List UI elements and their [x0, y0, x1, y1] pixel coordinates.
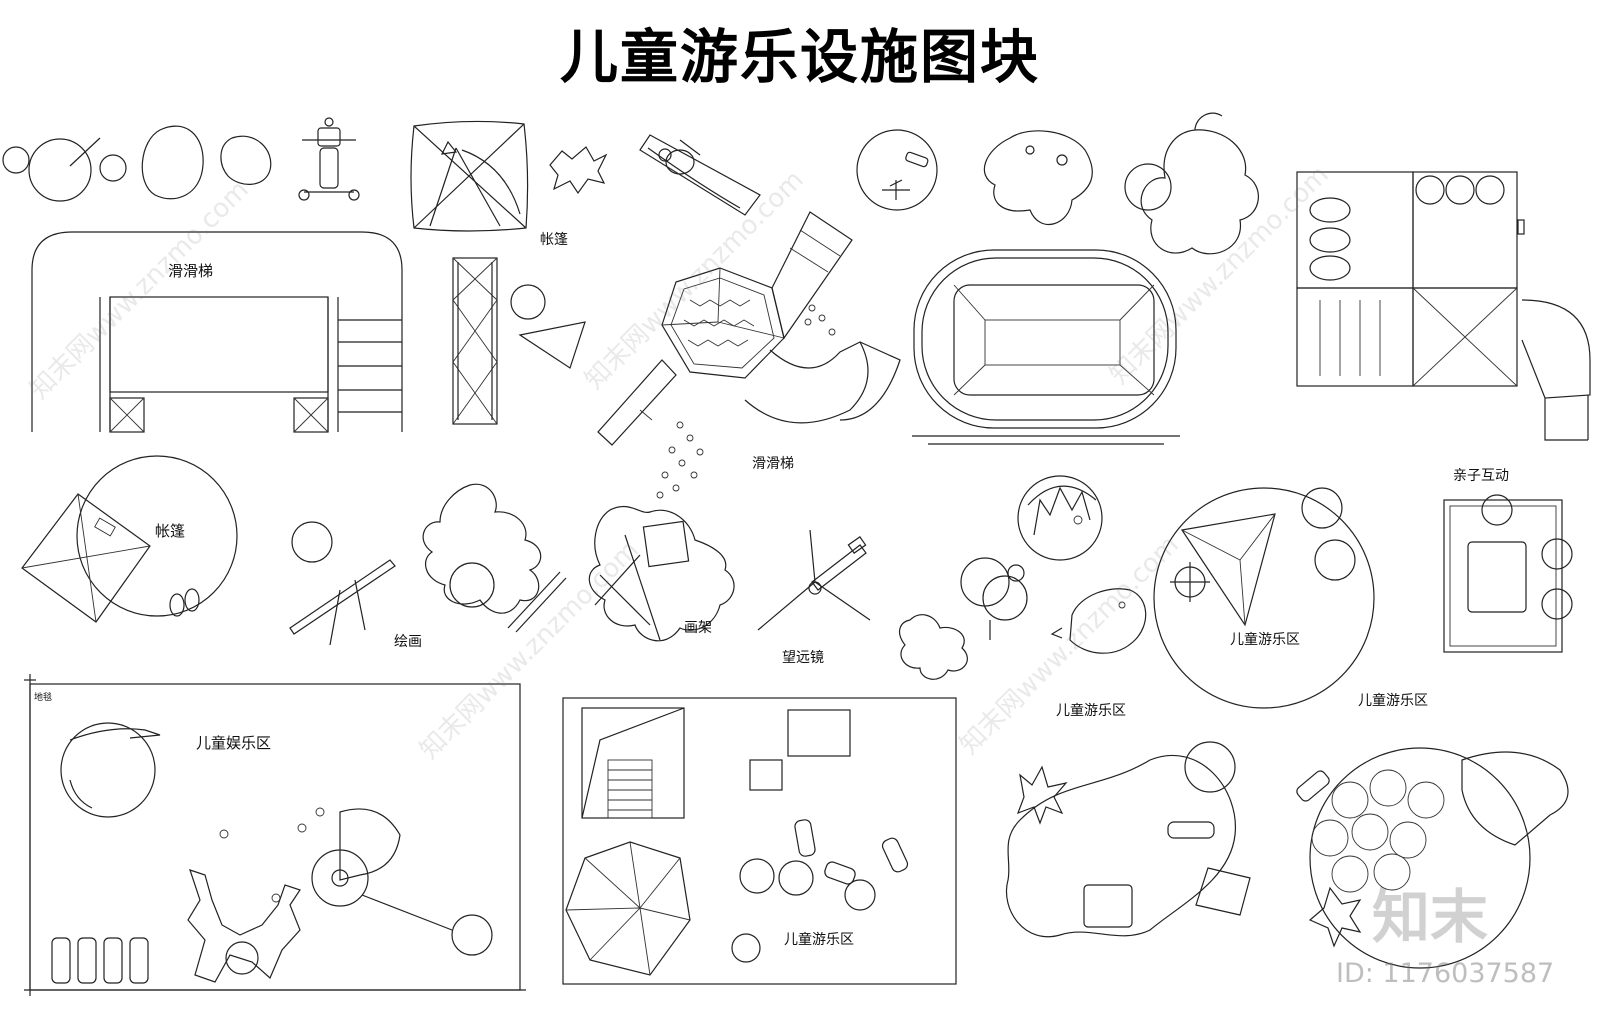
rocking-car [639, 134, 761, 216]
dots-trail [656, 421, 704, 499]
plane-disc [856, 129, 938, 211]
label-tent-2: 帐篷 [155, 522, 185, 540]
watermark-id: ID: 1176037587 [1336, 958, 1555, 989]
hexagon-slide [597, 211, 901, 446]
sand-pool [912, 249, 1180, 445]
label-play-area-free: 儿童游乐区 [1056, 702, 1126, 719]
label-slide-1: 滑滑梯 [168, 262, 213, 280]
label-play-area-br: 儿童游乐区 [1358, 692, 1428, 709]
parent-child-table [1443, 494, 1573, 653]
cloud-bubbles [1124, 112, 1259, 255]
label-entertainment: 儿童娱乐区 [196, 734, 271, 752]
label-play-area-circle: 儿童游乐区 [1230, 631, 1300, 648]
playhouse [1296, 171, 1591, 441]
sheet-title: 儿童游乐设施图块 [559, 23, 1040, 91]
entertainment-items [51, 722, 493, 984]
ball-group [2, 137, 127, 202]
telescope [757, 529, 871, 631]
rug-frame [24, 674, 526, 996]
label-drawing: 绘画 [394, 634, 422, 650]
watermark-logo: 知末 [1372, 883, 1489, 951]
tent-square [410, 120, 529, 232]
slide-frame [31, 231, 403, 433]
label-parent-child: 亲子互动 [1453, 468, 1509, 484]
label-easel: 画架 [684, 620, 712, 636]
puzzle-play-area [1296, 747, 1569, 969]
easel-group [588, 505, 735, 642]
bear-shape [983, 130, 1093, 226]
tricycle [298, 117, 360, 201]
ladder-rect [452, 257, 498, 425]
triangle-block [518, 321, 586, 369]
animal-rocker [549, 146, 608, 195]
play-circle-area [1153, 487, 1375, 709]
play-box [562, 697, 957, 985]
painting-set [289, 483, 567, 646]
dumbbell-balls [960, 557, 1028, 640]
label-telescope: 望远镜 [782, 650, 824, 666]
label-rug: 地毯 [34, 691, 52, 703]
flower-figure [898, 614, 968, 680]
zigzag-ball [1017, 475, 1103, 561]
tent-circle [21, 455, 238, 623]
label-tent-1: 帐篷 [540, 232, 568, 248]
label-play-area-box: 儿童游乐区 [784, 931, 854, 948]
freeform-play-area [1006, 741, 1251, 938]
stepping-stones [141, 125, 272, 200]
small-ring [510, 284, 546, 320]
label-slide-2: 滑滑梯 [752, 455, 794, 472]
potato-shape [1050, 588, 1147, 654]
